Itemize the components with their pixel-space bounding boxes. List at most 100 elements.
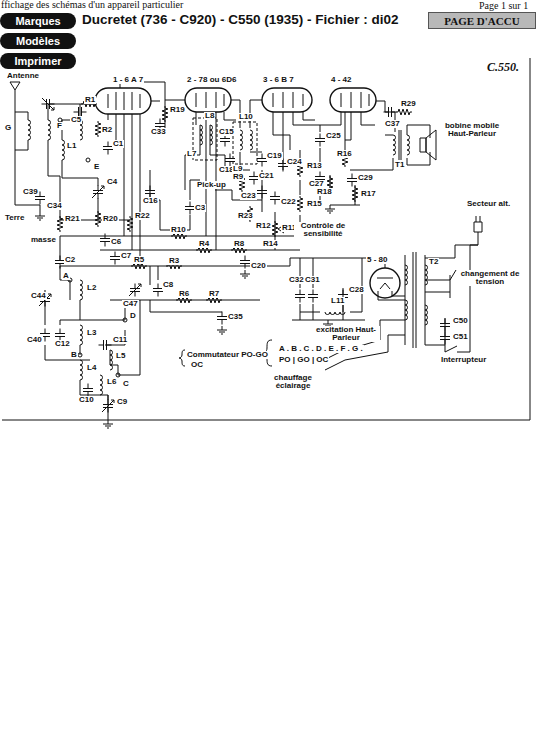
part-label: excitation Haut-Parleur [312,326,380,342]
part-label: Antenne [6,72,40,80]
page-title: Ducretet (736 - C920) - C550 (1935) - Fi… [82,12,399,27]
home-button: PAGE D'ACCU [428,12,536,29]
capacitors [35,98,450,413]
part-label: 1 - 6 A 7 [112,76,144,84]
part-label: C7 [120,252,132,260]
part-label: R5 [133,256,145,264]
part-label: chauffage éclairage [262,374,324,390]
menu-button: Imprimer [0,53,76,69]
part-label: R20 [102,215,119,223]
part-label: L5 [115,352,126,360]
part-label: C9 [116,398,128,406]
part-label: PO | GO | OC [278,356,329,364]
resistors [57,101,412,303]
part-label: T1 [394,161,405,169]
part-label: Interrupteur [440,356,487,364]
part-label: L1 [66,142,77,150]
menu-button: Modèles [0,33,76,49]
part-label: C27 [308,180,325,188]
part-label: C31 [304,276,321,284]
part-label: changement de tension [458,270,522,286]
part-label: C15 [218,128,235,136]
part-label: R1 [84,96,96,104]
part-label: L7 [186,150,197,158]
part-label: 2 - 78 ou 6D6 [186,76,237,84]
frame [2,58,530,420]
part-label: C1 [112,140,124,148]
part-label: L8 [204,112,215,120]
button-label: PAGE D'ACCU [444,15,519,27]
part-label: C33 [150,128,167,136]
part-label: Contrôle de sensibilité [294,222,352,238]
part-label: L4 [86,364,97,372]
part-label: C50 [452,317,469,325]
part-label: L2 [86,284,97,292]
part-label: R19 [169,106,186,114]
part-label: C37 [384,120,401,128]
part-label: L9 [232,165,243,173]
part-label: R15 [306,200,323,208]
part-label: E [93,163,100,171]
part-label: Secteur alt. [466,200,511,208]
button-label: Imprimer [14,55,61,67]
page-header: Page 1 sur 1 [478,1,529,11]
part-label: R16 [336,150,353,158]
part-label: C16 [142,197,159,205]
button-label: Modèles [16,35,60,47]
part-label: R12 [255,222,272,230]
part-label: C [122,380,130,388]
part-label: C44 [30,292,47,300]
part-label: R17 [360,190,377,198]
part-label: masse [30,236,57,244]
part-label: R6 [178,290,190,298]
part-label: C10 [78,396,95,404]
part-label: R29 [400,100,417,108]
part-label: R7 [208,290,220,298]
part-label: A [62,272,70,280]
part-label: C51 [452,333,469,341]
part-label: C24 [286,158,303,166]
part-label: C47 [122,300,139,308]
part-label: R21 [64,215,81,223]
part-label: R3 [168,257,180,265]
part-label: R2 [101,126,113,134]
menu-button: Marques [0,13,76,29]
part-label: C20 [250,262,267,270]
part-label: C28 [348,286,365,294]
part-label: 4 - 42 [330,76,352,84]
part-label: R14 [262,240,279,248]
part-label: R8 [233,240,245,248]
part-label: C25 [325,132,342,140]
part-label: R18 [316,188,333,196]
grounds-switches [35,118,335,428]
part-label: L10 [238,113,254,121]
part-label: B [70,351,78,359]
part-label: C40 [26,336,43,344]
part-label: C11 [112,336,128,344]
part-label: R22 [134,212,151,220]
part-label: R4 [198,240,210,248]
part-label: G [4,124,12,132]
part-label: C19 [266,152,283,160]
part-label: C23 [240,192,257,200]
part-label: L3 [86,329,97,337]
part-label: R23 [237,212,254,220]
part-label: C8 [162,281,174,289]
part-label: L11 [330,297,345,305]
page-header: ffichage des schémas d'un appareil parti… [0,0,184,10]
part-label: R10 [170,226,187,234]
part-label: C39 [22,188,39,196]
part-label: C.550. [486,61,520,73]
part-label: Pick-up [196,181,227,189]
part-label: R9 [232,173,244,181]
part-label: R13 [306,162,323,170]
part-label: C34 [46,202,63,210]
button-label: Marques [15,15,60,27]
part-label: A . B . C . D . E . F . G . [278,345,364,353]
part-label: C2 [64,256,76,264]
part-label: F [56,122,63,130]
part-label: C12 [54,340,71,348]
part-label: C22 [280,198,297,206]
part-label: C21 [258,172,275,180]
part-label: Commutateur PO-GO [186,351,269,359]
